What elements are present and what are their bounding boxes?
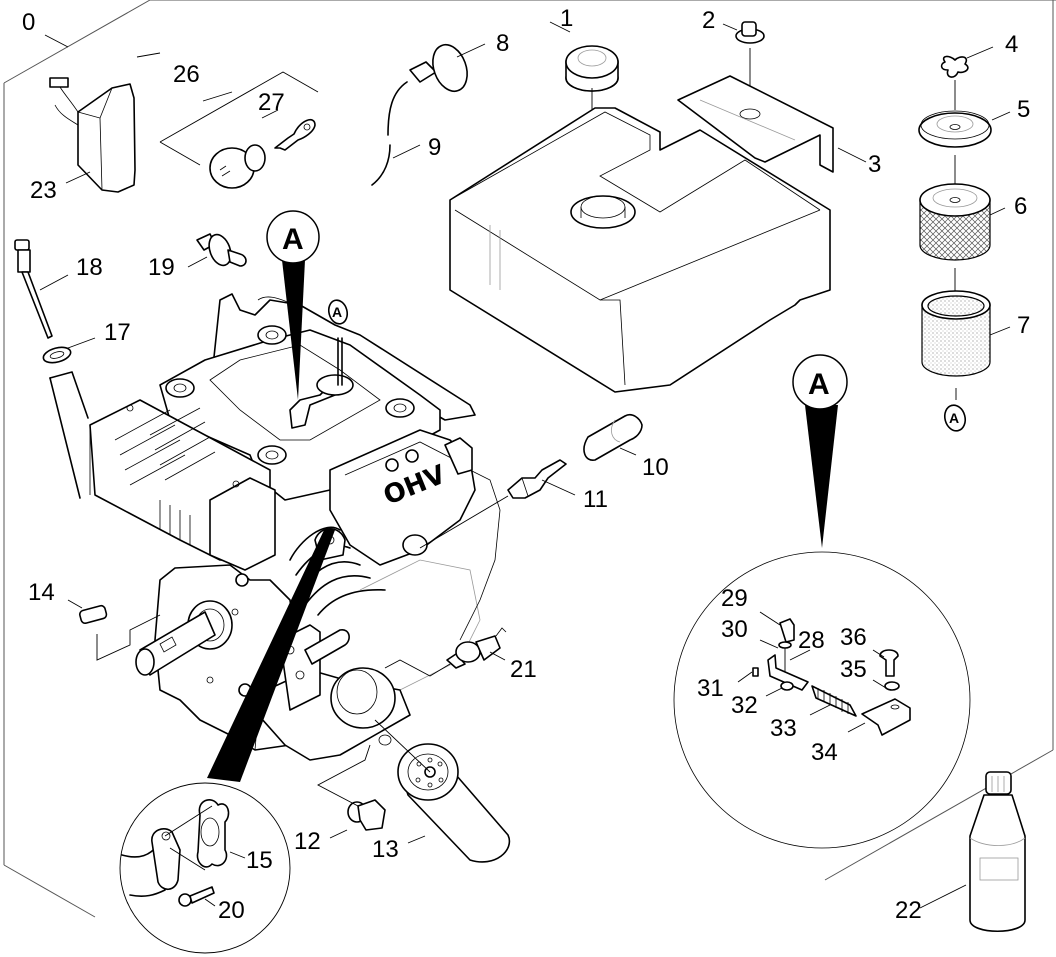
label-8: 8: [496, 30, 509, 57]
label-9: 9: [428, 134, 441, 161]
label-1: 1: [560, 5, 573, 32]
assembly-frame: [3, 0, 1056, 918]
svg-text:A: A: [808, 368, 830, 401]
part-18-dipstick[interactable]: [14, 239, 53, 339]
label-36: 36: [840, 624, 867, 651]
label-20: 20: [218, 897, 245, 924]
part-1-fuel-cap[interactable]: [565, 45, 619, 210]
part-4-wing-nut[interactable]: [940, 55, 969, 110]
label-22: 22: [895, 897, 922, 924]
label-30: 30: [721, 616, 748, 643]
label-12: 12: [294, 828, 321, 855]
label-31: 31: [697, 675, 724, 702]
callout-exhaust-detail[interactable]: [119, 528, 335, 954]
label-33: 33: [770, 715, 797, 742]
label-26: 26: [173, 61, 200, 88]
part-23-ignition-module[interactable]: [49, 77, 136, 193]
part-11-spark-plug[interactable]: [419, 459, 567, 549]
part-26-ignition-switch[interactable]: [159, 71, 319, 189]
label-27: 27: [258, 89, 285, 116]
part-13-oil-filter[interactable]: [374, 719, 511, 863]
label-7: 7: [1017, 312, 1030, 339]
callout-a-detail[interactable]: A: [673, 354, 971, 849]
part-2-plug[interactable]: [735, 21, 765, 110]
part-14-shaft-key[interactable]: [78, 604, 161, 661]
callout-a-pointer-engine[interactable]: A: [266, 210, 320, 400]
label-34: 34: [811, 739, 838, 766]
part-9-primer-hose[interactable]: [371, 81, 408, 186]
part-10-spark-plug-boot[interactable]: [583, 413, 643, 461]
label-5: 5: [1017, 96, 1030, 123]
label-2: 2: [702, 7, 715, 34]
part-5-cover-plate[interactable]: [918, 110, 992, 190]
part-6-filter-element[interactable]: [919, 183, 991, 310]
label-13: 13: [372, 836, 399, 863]
part-21-oil-pressure-switch[interactable]: [384, 627, 507, 677]
label-6: 6: [1014, 193, 1027, 220]
fuel-tank: [449, 107, 831, 393]
engine-body: A OHV: [89, 293, 501, 761]
label-3: 3: [868, 151, 881, 178]
label-17: 17: [104, 319, 131, 346]
callout-a-small-filter: A: [949, 410, 959, 426]
label-35: 35: [840, 656, 867, 683]
leader-lines: [39, 21, 1011, 909]
part-3-tank-bracket[interactable]: [677, 75, 834, 173]
label-19: 19: [148, 254, 175, 281]
label-15: 15: [246, 847, 273, 874]
detail-a-parts: [752, 618, 911, 736]
part-22-oil-bottle[interactable]: [969, 771, 1026, 933]
svg-text:A: A: [282, 223, 304, 256]
label-14: 14: [28, 579, 55, 606]
label-11: 11: [583, 486, 608, 513]
label-23: 23: [30, 177, 57, 204]
part-27-key[interactable]: [274, 118, 316, 151]
part-labels: 0 1 2 3 4 5 6 7 8 9 10 11 12 13 14 15 17…: [22, 5, 1030, 924]
dipstick-tube: [49, 371, 89, 499]
part-12-drain-plug[interactable]: [317, 744, 386, 831]
part-19-grommet[interactable]: [196, 232, 247, 269]
label-32: 32: [731, 692, 758, 719]
part-7-foam-filter[interactable]: A: [921, 290, 991, 433]
label-10: 10: [642, 454, 669, 481]
label-0: 0: [22, 9, 35, 36]
callout-a-small-engine: A: [332, 304, 342, 320]
label-29: 29: [721, 585, 748, 612]
part-17-seal-ring[interactable]: [42, 345, 73, 366]
label-28: 28: [798, 627, 825, 654]
part-8-primer-bulb[interactable]: [409, 40, 473, 96]
label-4: 4: [1005, 31, 1018, 58]
label-18: 18: [76, 254, 103, 281]
label-21: 21: [510, 656, 537, 683]
